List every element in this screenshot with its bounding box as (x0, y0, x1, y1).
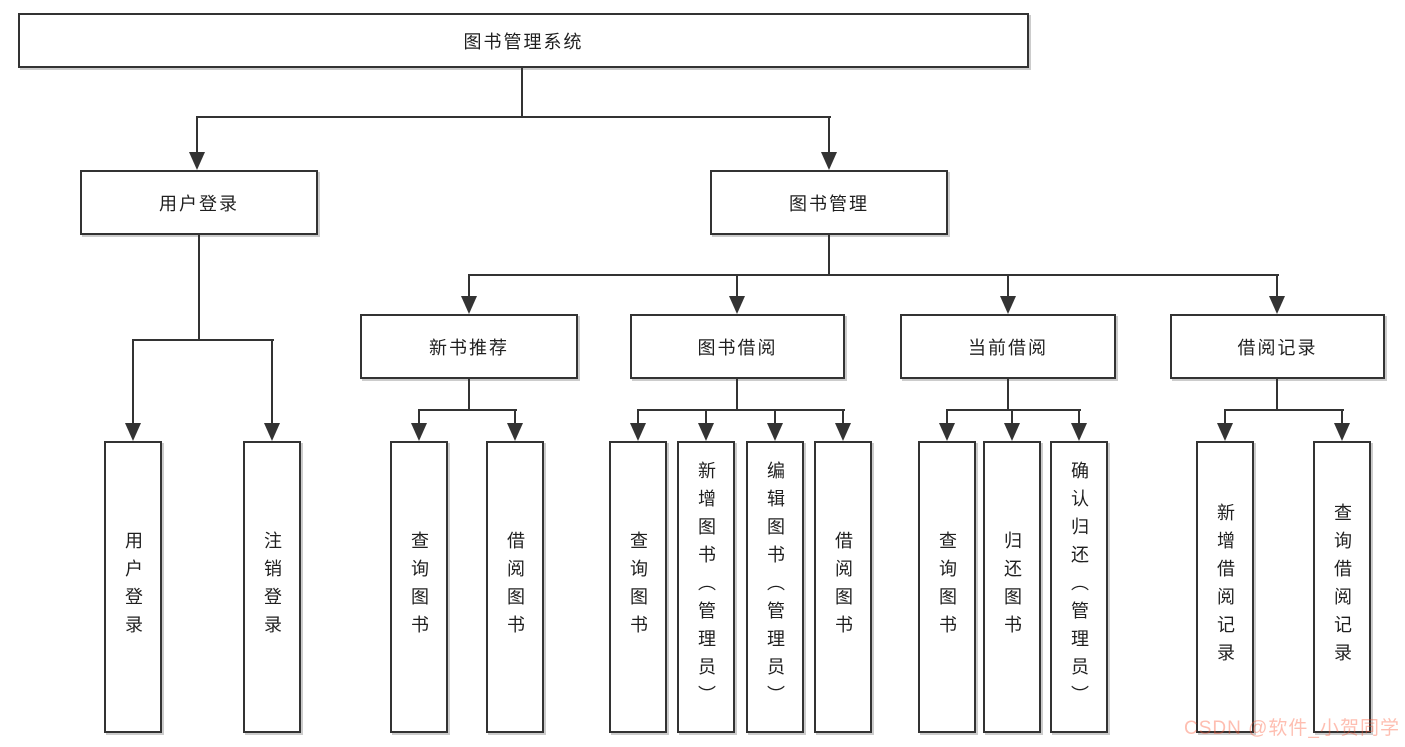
arrow-to-current-borrowing (1000, 274, 1016, 314)
arrow-to-leaf-add-book (698, 409, 714, 441)
leaf-label: 编辑图书（管理员） (765, 461, 785, 713)
leaf-label: 注销登录 (262, 531, 282, 643)
leaf-label: 查询图书 (628, 531, 648, 643)
arrow-to-user-login (189, 116, 205, 170)
arrow-to-leaf-logout (264, 339, 280, 441)
arrow-to-leaf-query-books-current (939, 409, 955, 441)
arrow-to-leaf-borrow-books-borrowing (835, 409, 851, 441)
leaf-add-book-admin: 新增图书（管理员） (677, 441, 735, 733)
leaf-borrow-books-borrowing: 借阅图书 (814, 441, 872, 733)
edge-level1-bus (196, 116, 831, 118)
leaf-label: 用户登录 (123, 531, 143, 643)
edge-user-login-bus (132, 339, 274, 341)
leaf-label: 查询借阅记录 (1332, 503, 1352, 671)
leaf-borrow-books-recommend: 借阅图书 (486, 441, 544, 733)
leaf-label: 查询图书 (409, 531, 429, 643)
arrow-to-leaf-query-borrow-record (1334, 409, 1350, 441)
edge-book-borrowing-stem (736, 379, 738, 411)
edge-level2-bus (468, 274, 1279, 276)
node-book-borrowing: 图书借阅 (630, 314, 845, 379)
arrow-to-leaf-query-books-recommend (411, 409, 427, 441)
edge-borrowing-records-bus (1224, 409, 1344, 411)
leaf-label: 新增借阅记录 (1215, 503, 1235, 671)
arrow-to-new-book-recommendation (461, 274, 477, 314)
node-library-management-system: 图书管理系统 (18, 13, 1029, 68)
leaf-label: 借阅图书 (833, 531, 853, 643)
edge-book-borrowing-bus (637, 409, 845, 411)
leaf-label: 确认归还（管理员） (1069, 461, 1089, 713)
arrow-to-leaf-borrow-books-recommend (507, 409, 523, 441)
arrow-to-book-borrowing (729, 274, 745, 314)
edge-root-stem (521, 68, 523, 118)
node-current-borrowing: 当前借阅 (900, 314, 1116, 379)
edge-new-book-stem (468, 379, 470, 411)
leaf-user-login: 用户登录 (104, 441, 162, 733)
arrow-to-borrowing-records (1269, 274, 1285, 314)
arrow-to-leaf-edit-book (767, 409, 783, 441)
leaf-query-books-recommend: 查询图书 (390, 441, 448, 733)
leaf-query-books-borrowing: 查询图书 (609, 441, 667, 733)
leaf-query-books-current: 查询图书 (918, 441, 976, 733)
arrow-to-leaf-query-books-borrowing (630, 409, 646, 441)
edge-book-management-stem (828, 235, 830, 276)
arrow-to-leaf-user-login (125, 339, 141, 441)
edge-user-login-stem (198, 235, 200, 341)
leaf-label: 查询图书 (937, 531, 957, 643)
node-new-book-recommendation: 新书推荐 (360, 314, 578, 379)
arrow-to-leaf-return-books (1004, 409, 1020, 441)
arrow-to-book-management (821, 116, 837, 170)
edge-new-book-bus (418, 409, 517, 411)
node-borrowing-records: 借阅记录 (1170, 314, 1385, 379)
leaf-label: 归还图书 (1002, 531, 1022, 643)
leaf-label: 新增图书（管理员） (696, 461, 716, 713)
node-book-management: 图书管理 (710, 170, 948, 235)
leaf-add-borrow-record: 新增借阅记录 (1196, 441, 1254, 733)
leaf-label: 借阅图书 (505, 531, 525, 643)
arrow-to-leaf-confirm-return (1071, 409, 1087, 441)
edge-current-borrowing-stem (1007, 379, 1009, 411)
leaf-return-books: 归还图书 (983, 441, 1041, 733)
leaf-edit-book-admin: 编辑图书（管理员） (746, 441, 804, 733)
edge-current-borrowing-bus (946, 409, 1081, 411)
edge-borrowing-records-stem (1276, 379, 1278, 411)
node-user-login: 用户登录 (80, 170, 318, 235)
leaf-confirm-return-admin: 确认归还（管理员） (1050, 441, 1108, 733)
leaf-logout: 注销登录 (243, 441, 301, 733)
arrow-to-leaf-add-borrow-record (1217, 409, 1233, 441)
leaf-query-borrow-record: 查询借阅记录 (1313, 441, 1371, 733)
